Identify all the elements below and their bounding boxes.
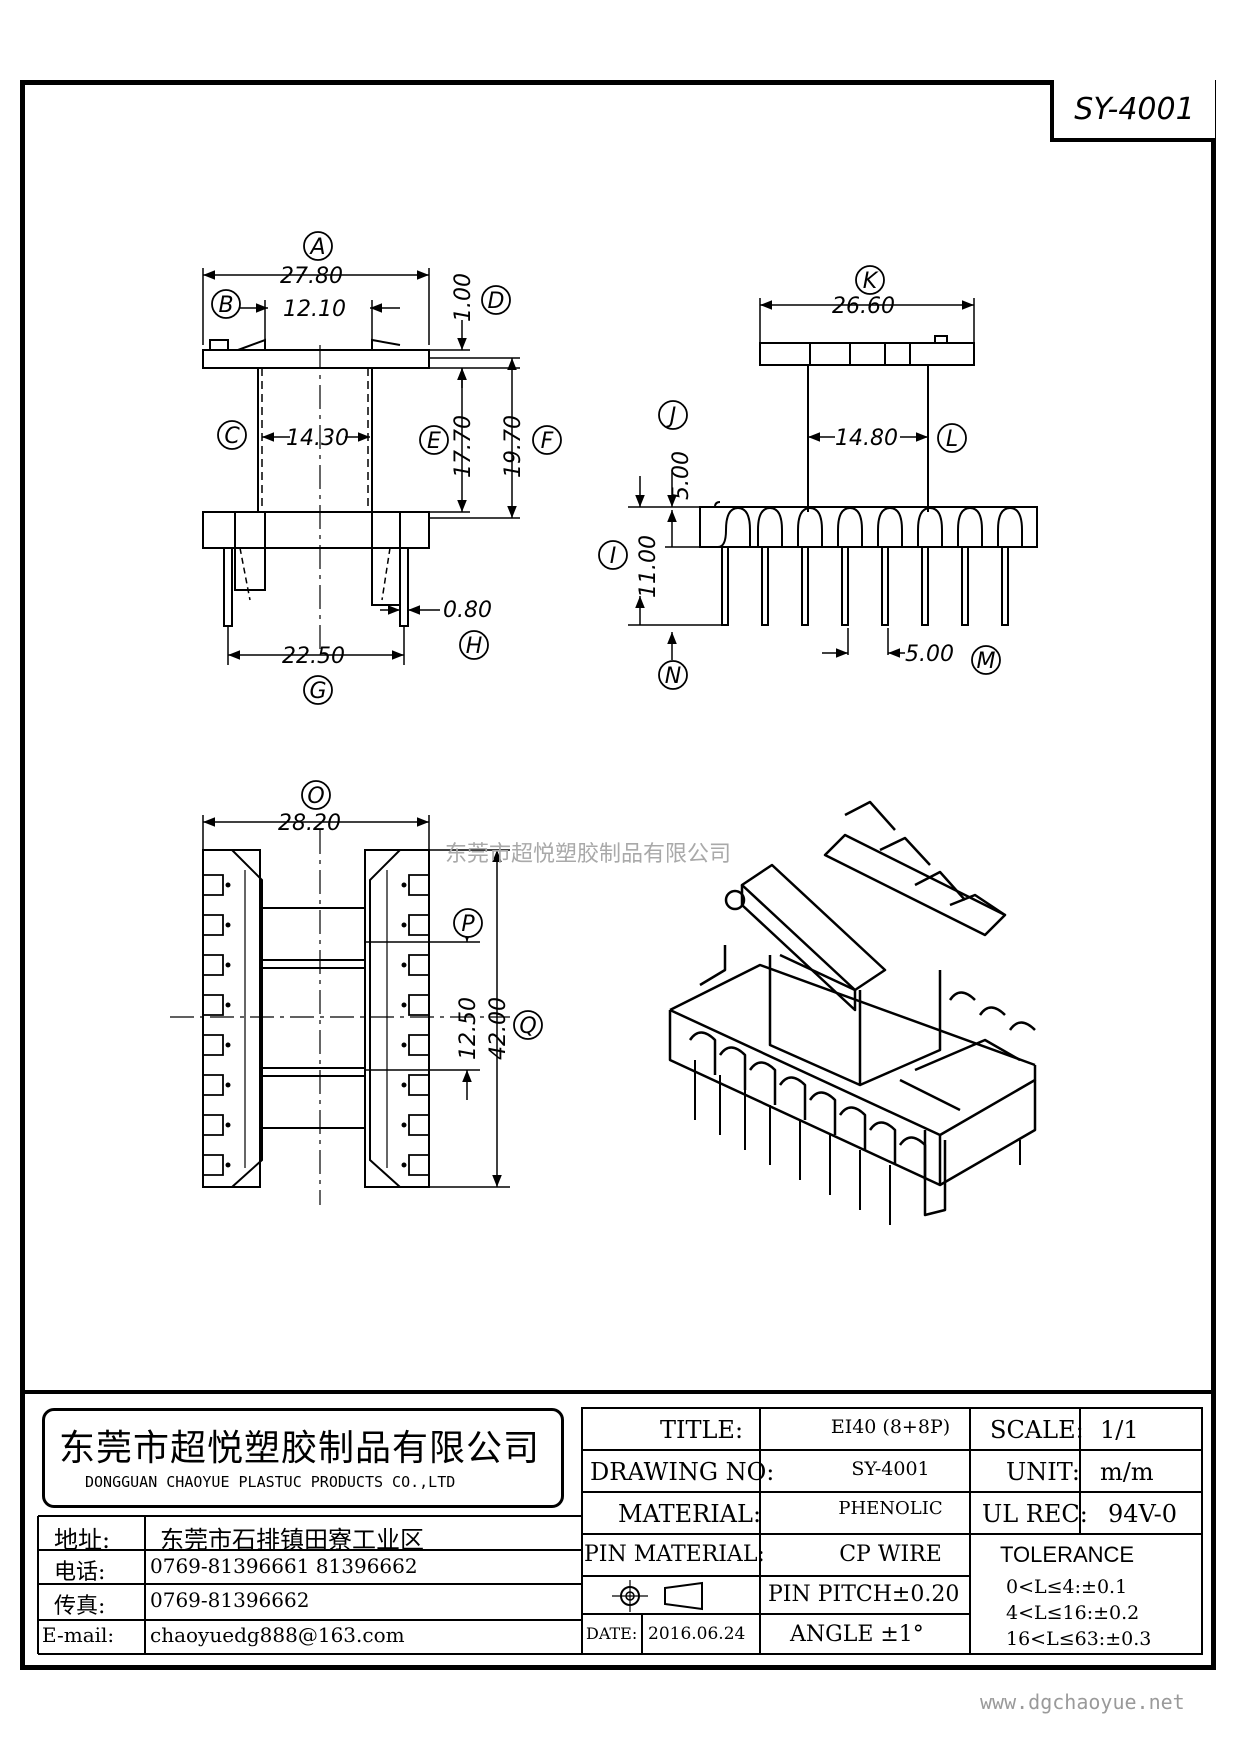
front-view <box>202 338 430 655</box>
callout-q: Q <box>519 1014 536 1039</box>
dim-e: 17.70 <box>451 415 476 478</box>
side-view-dimensions <box>628 298 975 660</box>
callout-b: B <box>218 293 233 318</box>
email-value: chaoyuedg888@163.com <box>150 1623 405 1647</box>
callout-bubbles <box>211 231 1001 1040</box>
callout-a: A <box>308 235 325 260</box>
bottom-view-dimensions <box>202 815 510 1188</box>
dim-p: 12.50 <box>456 997 481 1060</box>
pin-material-value: CP WIRE <box>839 1542 942 1567</box>
title-block: 东莞市超悦塑胶制品有限公司 DONGGUAN CHAOYUE PLASTUC P… <box>38 1396 1200 1651</box>
ul-label: UL REC: <box>982 1500 1088 1528</box>
fax-value: 0769-81396662 <box>150 1588 310 1612</box>
pin-material-label: PIN MATERIAL: <box>584 1542 765 1567</box>
email-label: E-mail: <box>42 1623 115 1647</box>
front-view-dimensions <box>202 268 520 665</box>
phone-label: 电话: <box>54 1560 106 1585</box>
callout-k: K <box>863 269 879 294</box>
callout-m: M <box>977 649 996 674</box>
date-label: DATE: <box>586 1624 638 1643</box>
tolerance-row-1: 0<L≤4:±0.1 <box>1006 1576 1128 1598</box>
drawing-no-label: DRAWING NO: <box>590 1458 775 1486</box>
fax-label: 传真: <box>54 1594 106 1619</box>
tolerance-label: TOLERANCE <box>1000 1542 1135 1567</box>
callout-g: G <box>309 679 326 704</box>
company-name-en: DONGGUAN CHAOYUE PLASTUC PRODUCTS CO.,LT… <box>85 1473 456 1491</box>
tolerance-row-2: 4<L≤16:±0.2 <box>1006 1602 1140 1624</box>
side-view <box>699 335 1038 626</box>
drawing-no-value: SY-4001 <box>851 1458 930 1480</box>
isometric-view <box>668 800 1037 1225</box>
callout-p: P <box>461 912 475 937</box>
title-value: EI40 (8+8P) <box>830 1416 951 1438</box>
callout-e: E <box>427 429 441 454</box>
watermark: 东莞市超悦塑胶制品有限公司 <box>445 842 732 867</box>
company-name-cn: 东莞市超悦塑胶制品有限公司 <box>59 1428 541 1469</box>
dim-c: 14.30 <box>286 426 349 451</box>
dimension-values: 27.80 12.10 14.30 1.00 17.70 19.70 22.50… <box>278 264 954 1060</box>
dim-d: 1.00 <box>451 273 476 322</box>
dim-a: 27.80 <box>280 264 343 289</box>
dim-b: 12.10 <box>283 297 346 322</box>
dim-f: 19.70 <box>501 415 526 478</box>
callout-c: C <box>224 424 240 449</box>
dim-h: 0.80 <box>443 598 492 623</box>
callout-j: J <box>666 404 677 429</box>
date-value: 2016.06.24 <box>648 1624 746 1644</box>
dim-m: 5.00 <box>905 642 954 667</box>
material-value: PHENOLIC <box>838 1498 943 1519</box>
callout-n: N <box>665 664 681 689</box>
scale-label: SCALE: <box>990 1416 1084 1444</box>
callout-d: D <box>488 289 505 314</box>
dim-o: 28.20 <box>278 811 341 836</box>
callout-i: I <box>610 544 617 569</box>
address-label: 地址: <box>54 1526 111 1554</box>
callout-l: L <box>946 427 958 452</box>
scale-value: 1/1 <box>1100 1416 1139 1444</box>
callout-h: H <box>466 634 483 659</box>
phone-value: 0769-81396661 81396662 <box>150 1554 418 1578</box>
drawing-frame <box>20 80 1216 1670</box>
material-label: MATERIAL: <box>618 1500 762 1528</box>
dim-k: 26.60 <box>832 294 895 319</box>
title-label: TITLE: <box>660 1416 744 1444</box>
dim-g: 22.50 <box>282 644 345 669</box>
pin-pitch: PIN PITCH±0.20 <box>768 1582 960 1607</box>
callout-letters: A B D C E F G H K L J I M N O P Q <box>218 235 995 1039</box>
tolerance-row-3: 16<L≤63:±0.3 <box>1006 1628 1152 1650</box>
dim-i: 11.00 <box>636 535 661 598</box>
ul-value: 94V-0 <box>1108 1500 1178 1528</box>
unit-label: UNIT: <box>1006 1458 1080 1486</box>
bottom-view <box>170 830 510 1205</box>
callout-f: F <box>541 429 554 454</box>
dim-q: 42.00 <box>486 997 511 1060</box>
callout-o: O <box>307 784 324 809</box>
drawing-id: SY-4001 <box>1050 80 1215 142</box>
dim-l: 14.80 <box>835 426 898 451</box>
address-value: 东莞市石排镇田寮工业区 <box>160 1526 424 1554</box>
company-box: 东莞市超悦塑胶制品有限公司 DONGGUAN CHAOYUE PLASTUC P… <box>42 1408 564 1508</box>
website-watermark: www.dgchaoyue.net <box>980 1690 1185 1714</box>
angle-tolerance: ANGLE ±1° <box>790 1622 924 1647</box>
dim-j: 5.00 <box>669 451 694 500</box>
title-block-lines <box>25 1390 1211 1655</box>
unit-value: m/m <box>1100 1458 1154 1486</box>
